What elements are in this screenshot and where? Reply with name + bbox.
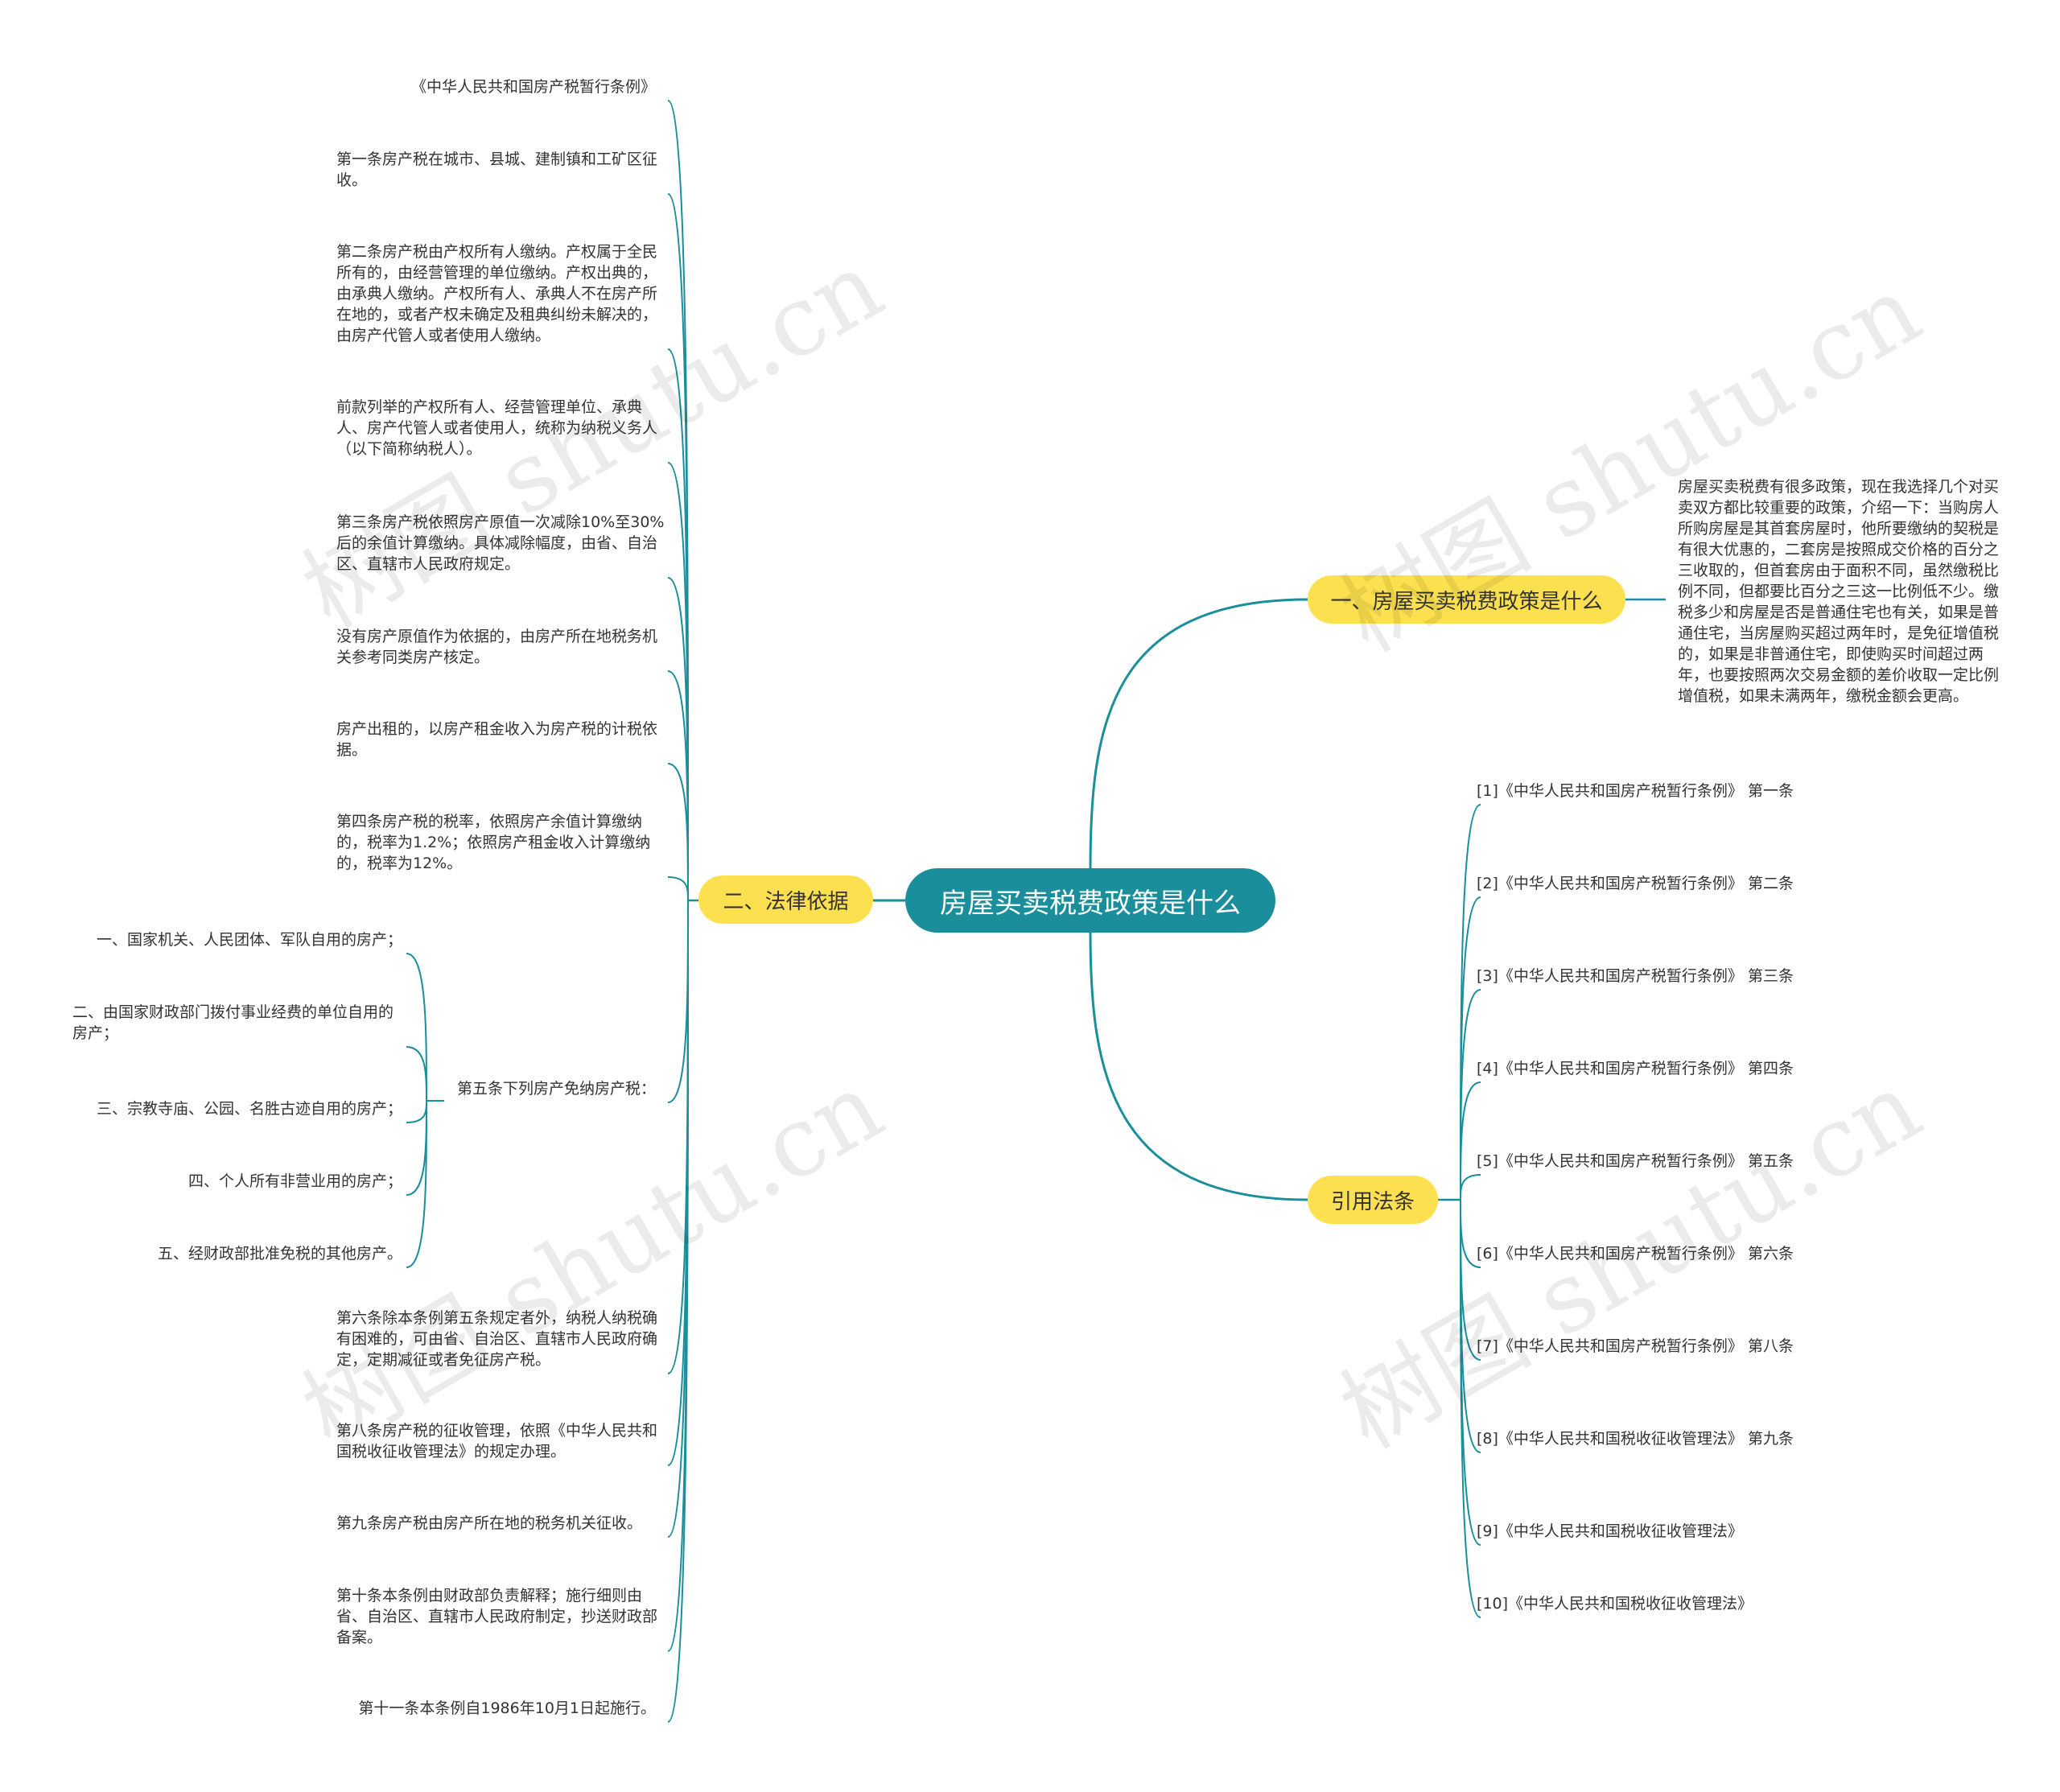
legal-basis-item[interactable]: 第十一条本条例自1986年10月1日起施行。: [358, 1699, 656, 1717]
root-topic-label: 房屋买卖税费政策是什么: [940, 887, 1241, 920]
reference-item[interactable]: [2]《中华人民共和国房产税暂行条例》 第二条: [1477, 875, 1794, 892]
legal-basis-item[interactable]: 前款列举的产权所有人、经营管理单位、承典人、房产代管人或者使用人，统称为纳税义务…: [336, 398, 658, 458]
connector-line: [406, 1046, 427, 1102]
branch-policy-label: 一、房屋买卖税费政策是什么: [1330, 589, 1603, 614]
branch-references[interactable]: 引用法条: [1308, 1176, 1438, 1224]
reference-item[interactable]: [7]《中华人民共和国房产税暂行条例》 第八条: [1477, 1337, 1794, 1355]
exemption-heading[interactable]: 第五条下列房产免纳房产税：: [456, 1080, 656, 1098]
connector-line: [406, 1100, 427, 1196]
connector-line: [1460, 1199, 1481, 1453]
legal-basis-item[interactable]: 第八条房产税的征收管理，依照《中华人民共和国税收征收管理法》的规定办理。: [336, 1422, 658, 1460]
reference-item[interactable]: [10]《中华人民共和国税收征收管理法》: [1477, 1595, 1753, 1613]
legal-basis-item[interactable]: 第三条房产税依照房产原值一次减除10%至30%后的余值计算缴纳。具体减除幅度，由…: [336, 513, 665, 573]
reference-item[interactable]: [6]《中华人民共和国房产税暂行条例》 第六条: [1477, 1245, 1794, 1263]
branch-legal-basis[interactable]: 二、法律依据: [698, 875, 873, 924]
reference-item[interactable]: [9]《中华人民共和国税收征收管理法》: [1477, 1522, 1743, 1540]
legal-basis-item[interactable]: 没有房产原值作为依据的，由房产所在地税务机关参考同类房产核定。: [336, 628, 658, 666]
legal-basis-item[interactable]: 第一条房产税在城市、县城、建制镇和工矿区征收。: [336, 150, 658, 189]
connector-line: [406, 1100, 427, 1123]
connector-line: [1460, 1081, 1481, 1201]
exemption-item[interactable]: 二、由国家财政部门拨付事业经费的单位自用的房产；: [72, 1003, 394, 1042]
connector-line: [667, 670, 689, 901]
exemption-item[interactable]: 五、经财政部批准免税的其他房产。: [157, 1245, 402, 1263]
connector-line: [1460, 1199, 1481, 1618]
connector-line: [667, 900, 689, 1723]
reference-item[interactable]: [3]《中华人民共和国房产税暂行条例》 第三条: [1477, 967, 1794, 985]
legal-basis-item[interactable]: 第四条房产税的税率，依照房产余值计算缴纳的，税率为1.2%；依照房产租金收入计算…: [336, 813, 651, 872]
reference-item[interactable]: [5]《中华人民共和国房产税暂行条例》 第五条: [1477, 1152, 1794, 1170]
connector-line: [1089, 932, 1308, 1201]
policy-description[interactable]: 房屋买卖税费有很多政策，现在我选择几个对买卖双方都比较重要的政策，介绍一下：当购…: [1678, 478, 2000, 705]
branch-legal-basis-label: 二、法律依据: [723, 889, 849, 914]
legal-basis-item[interactable]: 第十条本条例由财政部负责解释；施行细则由省、自治区、直辖市人民政府制定，抄送财政…: [336, 1587, 658, 1646]
connector-line: [1089, 598, 1308, 869]
connector-line: [406, 1100, 427, 1268]
exemption-item[interactable]: 四、个人所有非营业用的房产；: [187, 1172, 402, 1190]
reference-item[interactable]: [1]《中华人民共和国房产税暂行条例》 第一条: [1477, 782, 1794, 800]
connector-line: [667, 763, 689, 901]
root-topic[interactable]: 房屋买卖税费政策是什么: [905, 868, 1275, 933]
exemption-item[interactable]: 一、国家机关、人民团体、军队自用的房产；: [96, 931, 402, 949]
branch-policy[interactable]: 一、房屋买卖税费政策是什么: [1308, 575, 1625, 624]
exemption-item[interactable]: 三、宗教寺庙、公园、名胜古迹自用的房产；: [96, 1100, 402, 1118]
connector-line: [406, 953, 427, 1102]
connector-line: [667, 900, 689, 1103]
legal-basis-item[interactable]: 第九条房产税由房产所在地的税务机关征收。: [336, 1514, 643, 1532]
reference-item[interactable]: [4]《中华人民共和国房产税暂行条例》 第四条: [1477, 1060, 1794, 1077]
legal-basis-item[interactable]: 第六条除本条例第五条规定者外，纳税人纳税确有困难的，可由省、自治区、直辖市人民政…: [336, 1309, 658, 1369]
legal-basis-item[interactable]: 房产出租的，以房产租金收入为房产税的计税依据。: [336, 720, 658, 759]
connector-line: [667, 876, 689, 901]
legal-basis-item[interactable]: 《中华人民共和国房产税暂行条例》: [410, 78, 656, 96]
legal-basis-item[interactable]: 第二条房产税由产权所有人缴纳。产权属于全民所有的，由经营管理的单位缴纳。产权出典…: [336, 243, 658, 344]
branch-references-label: 引用法条: [1330, 1189, 1415, 1214]
connector-line: [1460, 1174, 1481, 1201]
reference-item[interactable]: [8]《中华人民共和国税收征收管理法》 第九条: [1477, 1430, 1794, 1448]
